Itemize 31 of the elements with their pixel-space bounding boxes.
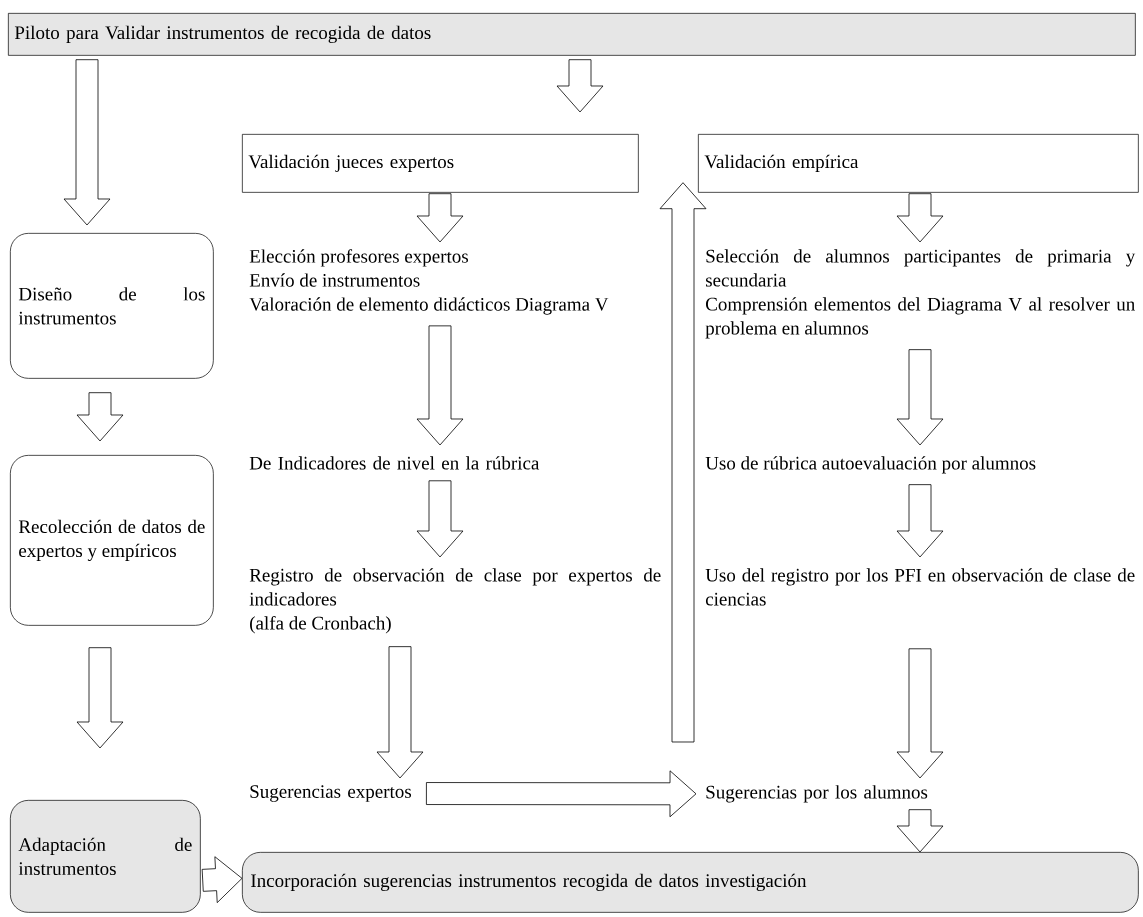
step-text: Elección profesores expertos Envío de instrumentos Valoración de elemento didácticos Diagrama V [249, 249, 609, 315]
step-text: Sugerencias por los alumnos [706, 785, 928, 803]
block-arrow [376, 646, 424, 779]
block-arrow [416, 193, 464, 243]
block-arrow [201, 856, 243, 904]
block-arrow [76, 647, 124, 749]
rounded-box: Adaptación de instrumentos [10, 800, 201, 913]
block-arrow [896, 809, 944, 853]
block-arrow [896, 648, 944, 779]
step-text: Selección de alumnos participantes de primaria y secundaria Comprensión elementos del Diagrama V al resolver un problema en alumnos [705, 249, 1136, 339]
block-arrow [659, 182, 707, 743]
block-arrow [426, 770, 697, 818]
block-arrow [76, 392, 124, 442]
process-box: Validación jueces expertos [242, 134, 639, 193]
step-text: Uso del registro por los PFI en observación de clase de ciencias [705, 568, 1135, 606]
process-box: Piloto para Validar instrumentos de recogida de datos [8, 13, 1136, 56]
block-arrow [556, 59, 604, 113]
process-box: Validación empírica [698, 134, 1139, 193]
block-arrow [896, 484, 944, 558]
step-text: Sugerencias expertos [250, 785, 412, 802]
step-text: Uso de rúbrica autoevaluación por alumnos [705, 456, 1036, 474]
block-arrow [63, 59, 111, 226]
step-text: De Indicadores de nivel en la rúbrica [249, 456, 540, 470]
block-arrow [416, 480, 464, 558]
step-text: Registro de observación de clase por expertos de indicadores (alfa de Cronbach) [249, 568, 661, 634]
block-arrow [416, 325, 464, 446]
rounded-box: Recolección de datos de expertos y empíricos [10, 455, 214, 626]
block-arrow [896, 349, 944, 446]
rounded-box: Diseño de los instrumentos [10, 233, 214, 379]
block-arrow [896, 193, 944, 243]
rounded-box: Incorporación sugerencias instrumentos recogida de datos investigación [242, 852, 1139, 913]
